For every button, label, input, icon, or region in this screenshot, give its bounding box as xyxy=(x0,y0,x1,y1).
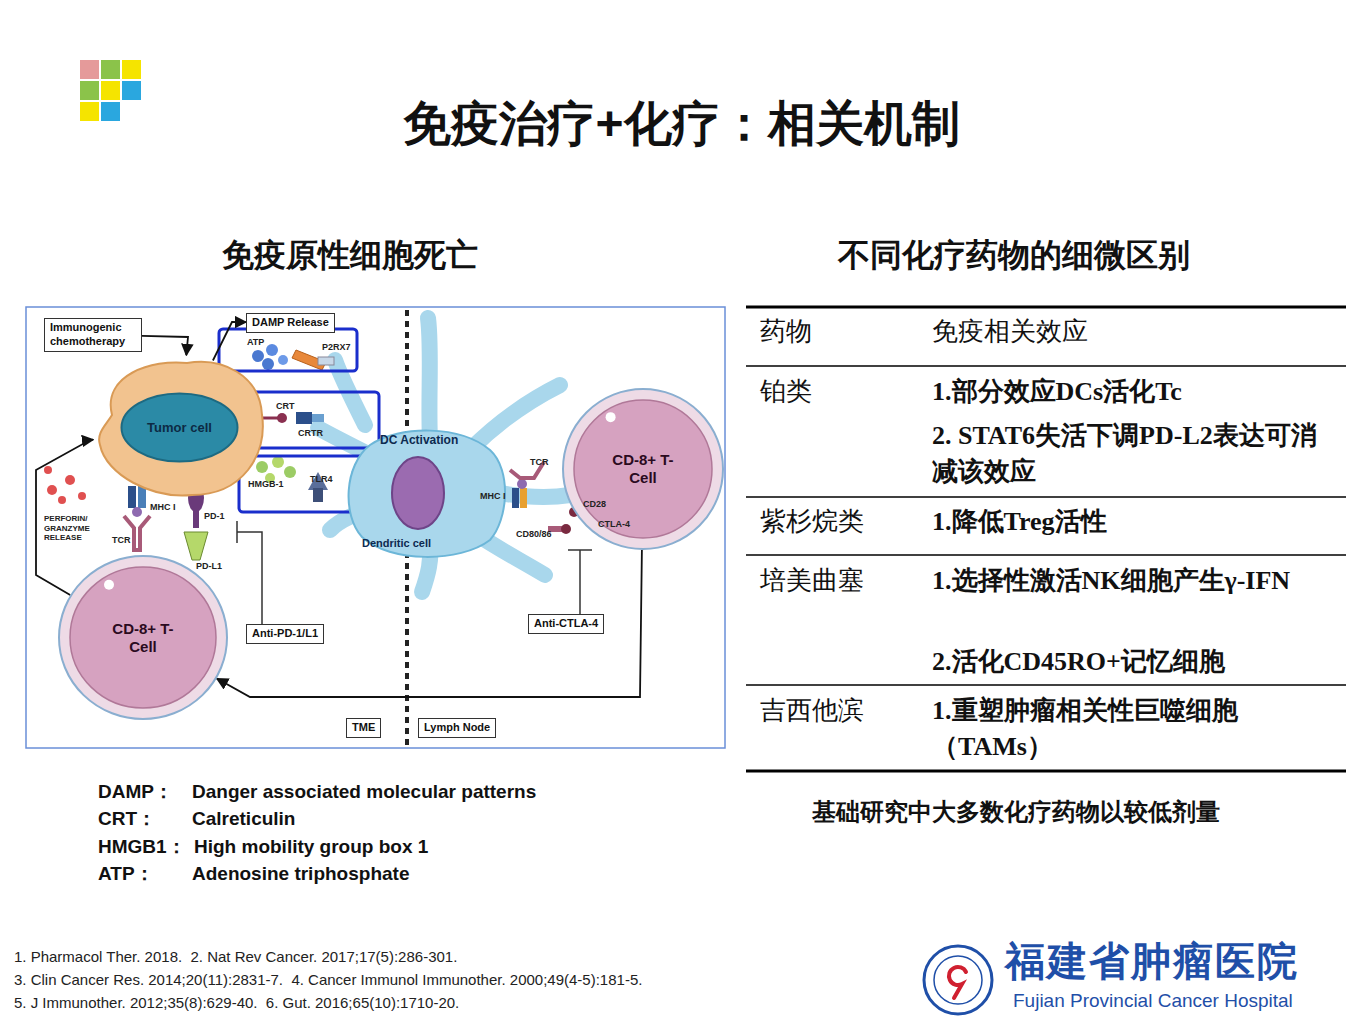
table-rules xyxy=(746,307,1346,771)
reference: 1. Pharmacol Ther. 2018. 2. Nat Rev Canc… xyxy=(14,948,457,966)
label: Fujian Provincial Cancer Hospital xyxy=(1013,990,1293,1013)
connector xyxy=(213,322,246,361)
label: CTLA-4 xyxy=(598,520,630,530)
label-box: Anti-PD-1/L1 xyxy=(246,624,324,644)
label: TLR4 xyxy=(310,475,333,485)
label: TCR xyxy=(530,458,549,468)
label: P2RX7 xyxy=(322,343,351,353)
label: CRT xyxy=(276,402,295,412)
label-box: Immunogenic chemotherapy xyxy=(44,318,142,352)
label: PERFORIN/ GRANZYME RELEASE xyxy=(44,514,106,543)
reference: 5. J Immunother. 2012;35(8):629-40. 6. G… xyxy=(14,994,459,1012)
label: MHC I xyxy=(480,492,506,502)
label: PD-1 xyxy=(204,512,225,522)
label: Adenosine triphosphate xyxy=(192,863,409,886)
table-cell: 培美曲塞 xyxy=(760,563,864,599)
box-text: DAMP Release xyxy=(252,316,329,330)
box-text: Immunogenic chemotherapy xyxy=(50,321,136,349)
label: 不同化疗药物的细微区别 xyxy=(838,236,1190,274)
damp-atp xyxy=(252,344,334,370)
label: Danger associated molecular patterns xyxy=(192,781,536,804)
slide-title: 免疫治疗+化疗：相关机制 xyxy=(0,92,1363,156)
table-cell: 紫杉烷类 xyxy=(760,504,864,540)
t-cell: CD-8+ T-Cell xyxy=(58,555,228,720)
label: CRT： xyxy=(98,808,156,831)
table-cell: 1.降低Treg活性 xyxy=(932,504,1332,540)
label: PD-L1 xyxy=(196,562,222,572)
figure-frame xyxy=(26,307,725,748)
label-box: Anti-CTLA-4 xyxy=(528,614,604,634)
cell-name: CD-8+ T-Cell xyxy=(612,451,674,487)
label: DAMP： xyxy=(98,781,173,804)
reference: 3. Clin Cancer Res. 2014;20(11):2831-7. … xyxy=(14,971,642,989)
table-cell: 1.重塑肿瘤相关性巨噬细胞（TAMs） xyxy=(932,693,1332,766)
label: HMGB1： xyxy=(98,836,186,859)
box-text: Lymph Node xyxy=(424,721,490,735)
label: 基础研究中大多数化疗药物以较低剂量 xyxy=(812,798,1220,827)
label-box: DAMP Release xyxy=(246,313,335,333)
label: 福建省肿瘤医院 xyxy=(1005,940,1299,984)
box-text: TME xyxy=(352,721,375,735)
label: High mobility group box 1 xyxy=(194,836,428,859)
perforin-dots xyxy=(44,466,86,504)
label: CRTR xyxy=(298,429,323,439)
label: CD80/86 xyxy=(516,530,552,540)
label: ATP： xyxy=(98,863,154,886)
connector xyxy=(142,336,188,355)
cell-name: CD-8+ T-Cell xyxy=(112,620,174,656)
table-cell: 2.活化CD45RO+记忆细胞 xyxy=(932,644,1332,680)
label: CD28 xyxy=(583,500,606,510)
hospital-emblem xyxy=(924,946,992,1014)
cell-name: Dendritic cell xyxy=(362,537,431,549)
label: TCR xyxy=(112,536,131,546)
table-cell: 吉西他滨 xyxy=(760,693,864,729)
table-cell: 1.选择性激活NK细胞产生γ-IFN xyxy=(932,563,1322,599)
logo-squares xyxy=(80,60,141,121)
box-text: Anti-PD-1/L1 xyxy=(252,627,318,641)
cell-name: Tumor cell xyxy=(147,420,212,435)
label: 免疫原性细胞死亡 xyxy=(222,236,478,274)
label-box: TME xyxy=(346,718,381,738)
box-text: Anti-CTLA-4 xyxy=(534,617,598,631)
connector xyxy=(217,550,642,697)
tumor-cell: Tumor cell xyxy=(92,355,267,500)
table-cell: 1.部分效应DCs活化Tc xyxy=(932,374,1332,410)
table-cell: 2. STAT6失活下调PD-L2表达可消减该效应 xyxy=(932,418,1332,491)
label: ATP xyxy=(247,338,264,348)
label-box: Lymph Node xyxy=(418,718,496,738)
label: HMGB-1 xyxy=(248,480,284,490)
label: Calreticulin xyxy=(192,808,295,831)
table-cell: 免疫相关效应 xyxy=(932,314,1088,350)
cell-name: DC Activation xyxy=(380,433,458,447)
table-cell: 铂类 xyxy=(760,374,812,410)
table-cell: 药物 xyxy=(760,314,812,350)
t-cell: CD-8+ T-Cell xyxy=(562,388,724,550)
label: MHC I xyxy=(150,503,176,513)
